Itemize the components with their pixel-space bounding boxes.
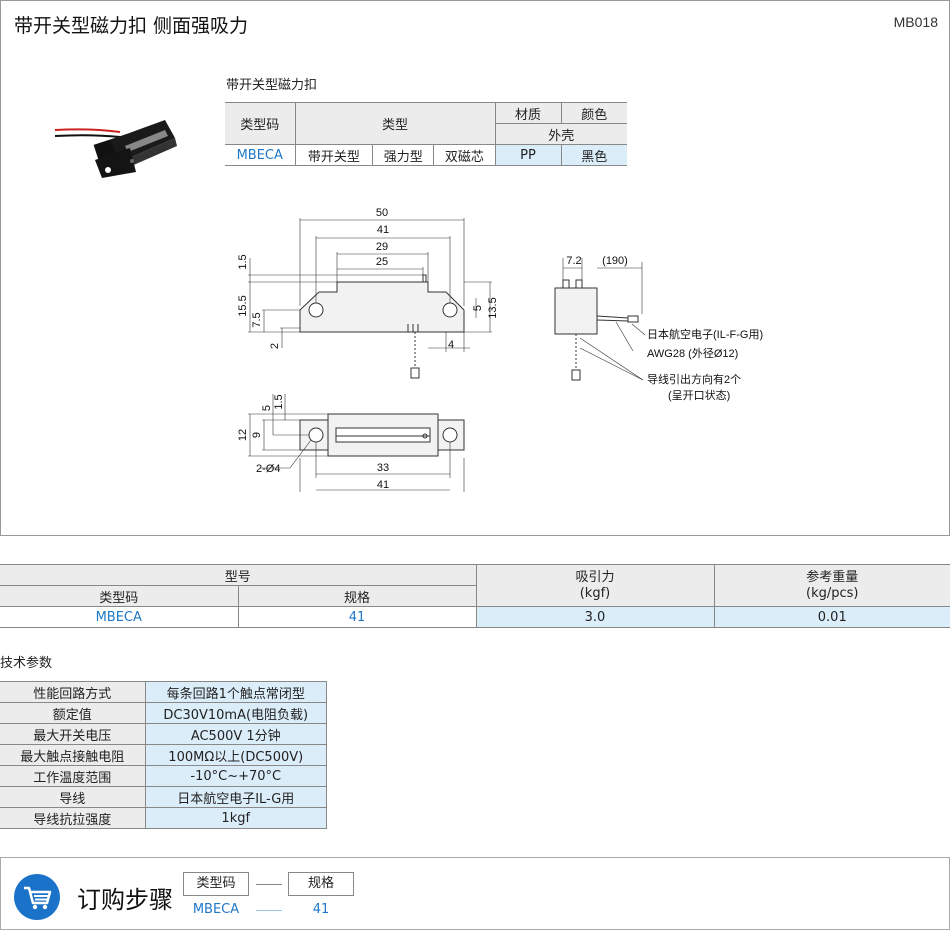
doc-code: MB018 xyxy=(893,14,938,30)
order-code-value: MBECA xyxy=(192,902,240,917)
order-value-connector xyxy=(256,910,282,911)
tech-key: 工作温度范围 xyxy=(0,765,146,787)
note-direction: 导线引出方向有2个 xyxy=(647,372,741,386)
model-code-value: MBECA xyxy=(0,606,239,628)
force-unit: (kgf) xyxy=(579,585,611,601)
tech-row: 性能回路方式每条回路1个触点常闭型 xyxy=(0,681,327,703)
tech-value: -10°C~+70°C xyxy=(144,765,327,787)
order-steps: 订购步骤 类型码 规格 MBECA 41 xyxy=(0,857,950,930)
technical-drawing: 50 41 29 25 1.5 15.5 7.5 2 5 13.5 4 7.2 … xyxy=(237,207,763,492)
color-header: 颜色 xyxy=(561,102,627,124)
type-table: 类型码 类型 材质 颜色 外壳 MBECA 带开关型 强力型 双磁芯 PP 黑色 xyxy=(225,102,627,166)
note-connector: 日本航空电子(IL-F-G用) xyxy=(647,327,763,341)
shell-header: 外壳 xyxy=(495,123,627,145)
dim-2: 2 xyxy=(269,343,281,349)
note-open-state: (呈开口状态) xyxy=(668,388,730,402)
dim-5: 5 xyxy=(472,305,484,311)
model-table: 型号 吸引力 (kgf) 参考重量 (kg/pcs) 类型码 规格 MBECA … xyxy=(0,564,950,628)
tech-row: 工作温度范围-10°C~+70°C xyxy=(0,765,327,787)
order-title: 订购步骤 xyxy=(77,886,173,914)
dim-1-5: 1.5 xyxy=(237,254,249,269)
dim-190: (190) xyxy=(602,255,628,267)
force-label: 吸引力 xyxy=(575,569,615,585)
tech-value: 1kgf xyxy=(144,807,327,829)
model-code-header: 类型码 xyxy=(0,585,239,607)
dim-13-5: 13.5 xyxy=(487,297,499,318)
model-spec-value: 41 xyxy=(237,606,477,628)
dim-bottom-5: 5 xyxy=(261,405,273,411)
type-value-dual: 双磁芯 xyxy=(433,144,496,166)
dim-15-5: 15.5 xyxy=(237,295,249,316)
dim-50: 50 xyxy=(376,207,388,219)
weight-label: 参考重量 xyxy=(806,569,859,585)
weight-unit: (kg/pcs) xyxy=(806,585,859,601)
shopping-cart-icon xyxy=(14,874,60,920)
tech-row: 导线日本航空电子IL-G用 xyxy=(0,786,327,808)
material-value: PP xyxy=(495,144,562,166)
weight-value: 0.01 xyxy=(713,606,950,628)
order-spec-value: 41 xyxy=(312,902,330,917)
material-header: 材质 xyxy=(495,102,562,124)
type-value-strong: 强力型 xyxy=(372,144,435,166)
type-code-header: 类型码 xyxy=(225,102,296,145)
type-code-value: MBECA xyxy=(225,144,296,166)
force-value: 3.0 xyxy=(475,606,715,628)
tech-value: 100MΩ以上(DC500V) xyxy=(144,744,327,766)
dim-bottom-12: 12 xyxy=(237,429,249,441)
dim-bottom-1-5: 1.5 xyxy=(273,394,285,409)
color-value: 黑色 xyxy=(561,144,627,166)
page-title: 带开关型磁力扣 侧面强吸力 xyxy=(14,15,249,37)
product-subtitle: 带开关型磁力扣 xyxy=(226,78,318,93)
dim-41: 41 xyxy=(377,224,389,236)
note-wire: AWG28 (外径Ø12) xyxy=(647,347,738,360)
dim-25: 25 xyxy=(376,256,388,268)
model-spec-header: 规格 xyxy=(237,585,477,607)
force-header: 吸引力 (kgf) xyxy=(475,564,715,607)
type-value-switch: 带开关型 xyxy=(295,144,374,166)
tech-key: 导线 xyxy=(0,786,146,808)
tech-key: 额定值 xyxy=(0,702,146,724)
order-connector xyxy=(256,884,282,885)
tech-key: 最大触点接触电阻 xyxy=(0,744,146,766)
tech-value: 日本航空电子IL-G用 xyxy=(144,786,327,808)
model-header: 型号 xyxy=(0,564,477,586)
dim-7-5: 7.5 xyxy=(251,312,263,327)
tech-value: AC500V 1分钟 xyxy=(144,723,327,745)
tech-key: 最大开关电压 xyxy=(0,723,146,745)
dim-bottom-33: 33 xyxy=(377,462,389,474)
tech-title: 技术参数 xyxy=(0,656,53,671)
product-photo xyxy=(54,120,177,178)
tech-value: DC30V10mA(电阻负载) xyxy=(144,702,327,724)
dim-7-2: 7.2 xyxy=(566,255,581,267)
dim-bottom-41: 41 xyxy=(377,479,389,491)
dim-29: 29 xyxy=(376,241,388,253)
tech-value: 每条回路1个触点常闭型 xyxy=(144,681,327,703)
dim-4: 4 xyxy=(448,339,454,351)
weight-header: 参考重量 (kg/pcs) xyxy=(713,564,950,607)
order-code-label: 类型码 xyxy=(183,872,249,896)
tech-key: 导线抗拉强度 xyxy=(0,807,146,829)
type-header: 类型 xyxy=(295,102,496,145)
order-spec-label: 规格 xyxy=(288,872,354,896)
tech-key: 性能回路方式 xyxy=(0,681,146,703)
dim-bottom-9: 9 xyxy=(251,432,263,438)
dim-hole: 2-Ø4 xyxy=(256,463,280,475)
